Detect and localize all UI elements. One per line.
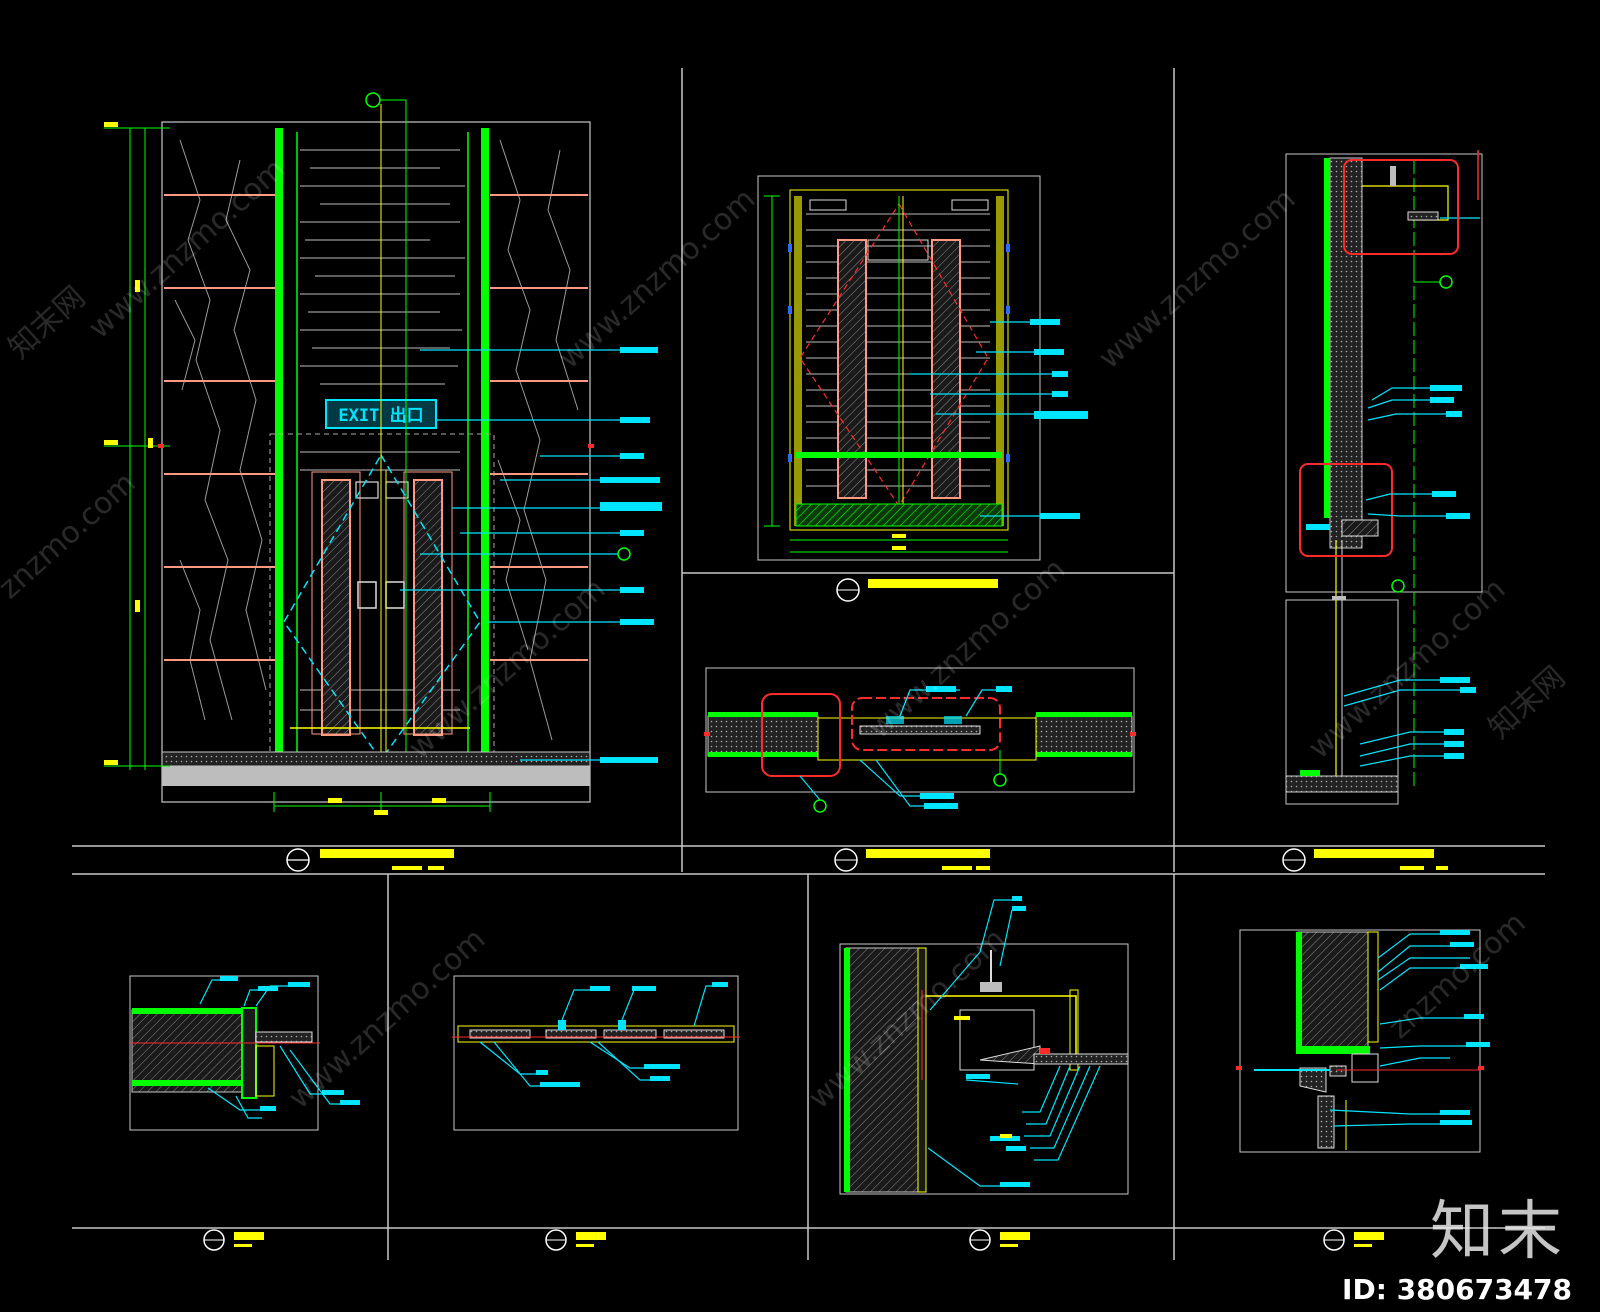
door-handle-right xyxy=(385,581,405,609)
watermark-7: www.znzmo.com xyxy=(282,922,492,1116)
plan-detail-circle-left xyxy=(761,693,841,777)
floor-finish xyxy=(161,751,591,767)
section-detail-circle-top xyxy=(1343,159,1459,255)
door-vision-panel-right xyxy=(413,479,443,736)
transom-grain xyxy=(300,149,465,385)
watermark-9: znzmo.com xyxy=(0,465,143,606)
marble-veins-left xyxy=(174,139,267,721)
door-vision-panel-left xyxy=(321,479,351,736)
elevation-callout-tags xyxy=(600,347,662,763)
elevation-dimensions xyxy=(104,127,170,770)
door-vertical-section-panel xyxy=(1282,150,1483,872)
door-plan-section-panel xyxy=(704,667,1136,872)
small-door-vision-left xyxy=(837,239,867,499)
elevation-wall-outline xyxy=(161,121,591,803)
elevation-callout-leaders xyxy=(400,349,620,761)
watermark-2: www.znzmo.com xyxy=(552,182,762,376)
small-door-floor-band xyxy=(795,503,1003,527)
elevation-title-bar xyxy=(320,849,454,858)
detail-jamb-1 xyxy=(129,975,360,1251)
door-elevation-panel: EXIT 出口 xyxy=(104,92,662,872)
small-door-vision-right xyxy=(931,239,961,499)
watermark-11: 知末网 xyxy=(2,280,92,366)
plan-title-bar xyxy=(866,849,990,858)
section-title-bar xyxy=(1314,849,1434,858)
image-id-label: ID: 380673478 xyxy=(1342,1273,1572,1306)
door-jamb-left xyxy=(275,128,283,768)
watermark-3: www.znzmo.com xyxy=(1092,182,1302,376)
sheet-frame xyxy=(72,68,1545,1260)
marble-veins-right xyxy=(497,139,579,741)
section-marker-top xyxy=(365,92,381,108)
door-small-elevation-panel xyxy=(757,175,1088,602)
watermark-10: znzmo.com xyxy=(1382,905,1533,1046)
watermark-1: www.znzmo.com xyxy=(82,152,292,346)
plan-detail-circle-right xyxy=(851,697,1001,751)
door-handle-left xyxy=(357,581,377,609)
section-detail-circle-bottom xyxy=(1299,463,1393,557)
stone-joint-bands xyxy=(164,194,588,661)
detail-head-3 xyxy=(839,896,1129,1251)
watermark-6: www.znzmo.com xyxy=(1302,572,1512,766)
detail-threshold-2 xyxy=(452,975,740,1251)
watermark-12: 知末网 xyxy=(1482,660,1572,746)
detail-sill-4 xyxy=(1236,929,1490,1251)
door-jamb-right xyxy=(481,128,489,768)
brand-logo: 知末 xyxy=(1430,1195,1566,1269)
small-elevation-title-bar xyxy=(868,579,998,588)
